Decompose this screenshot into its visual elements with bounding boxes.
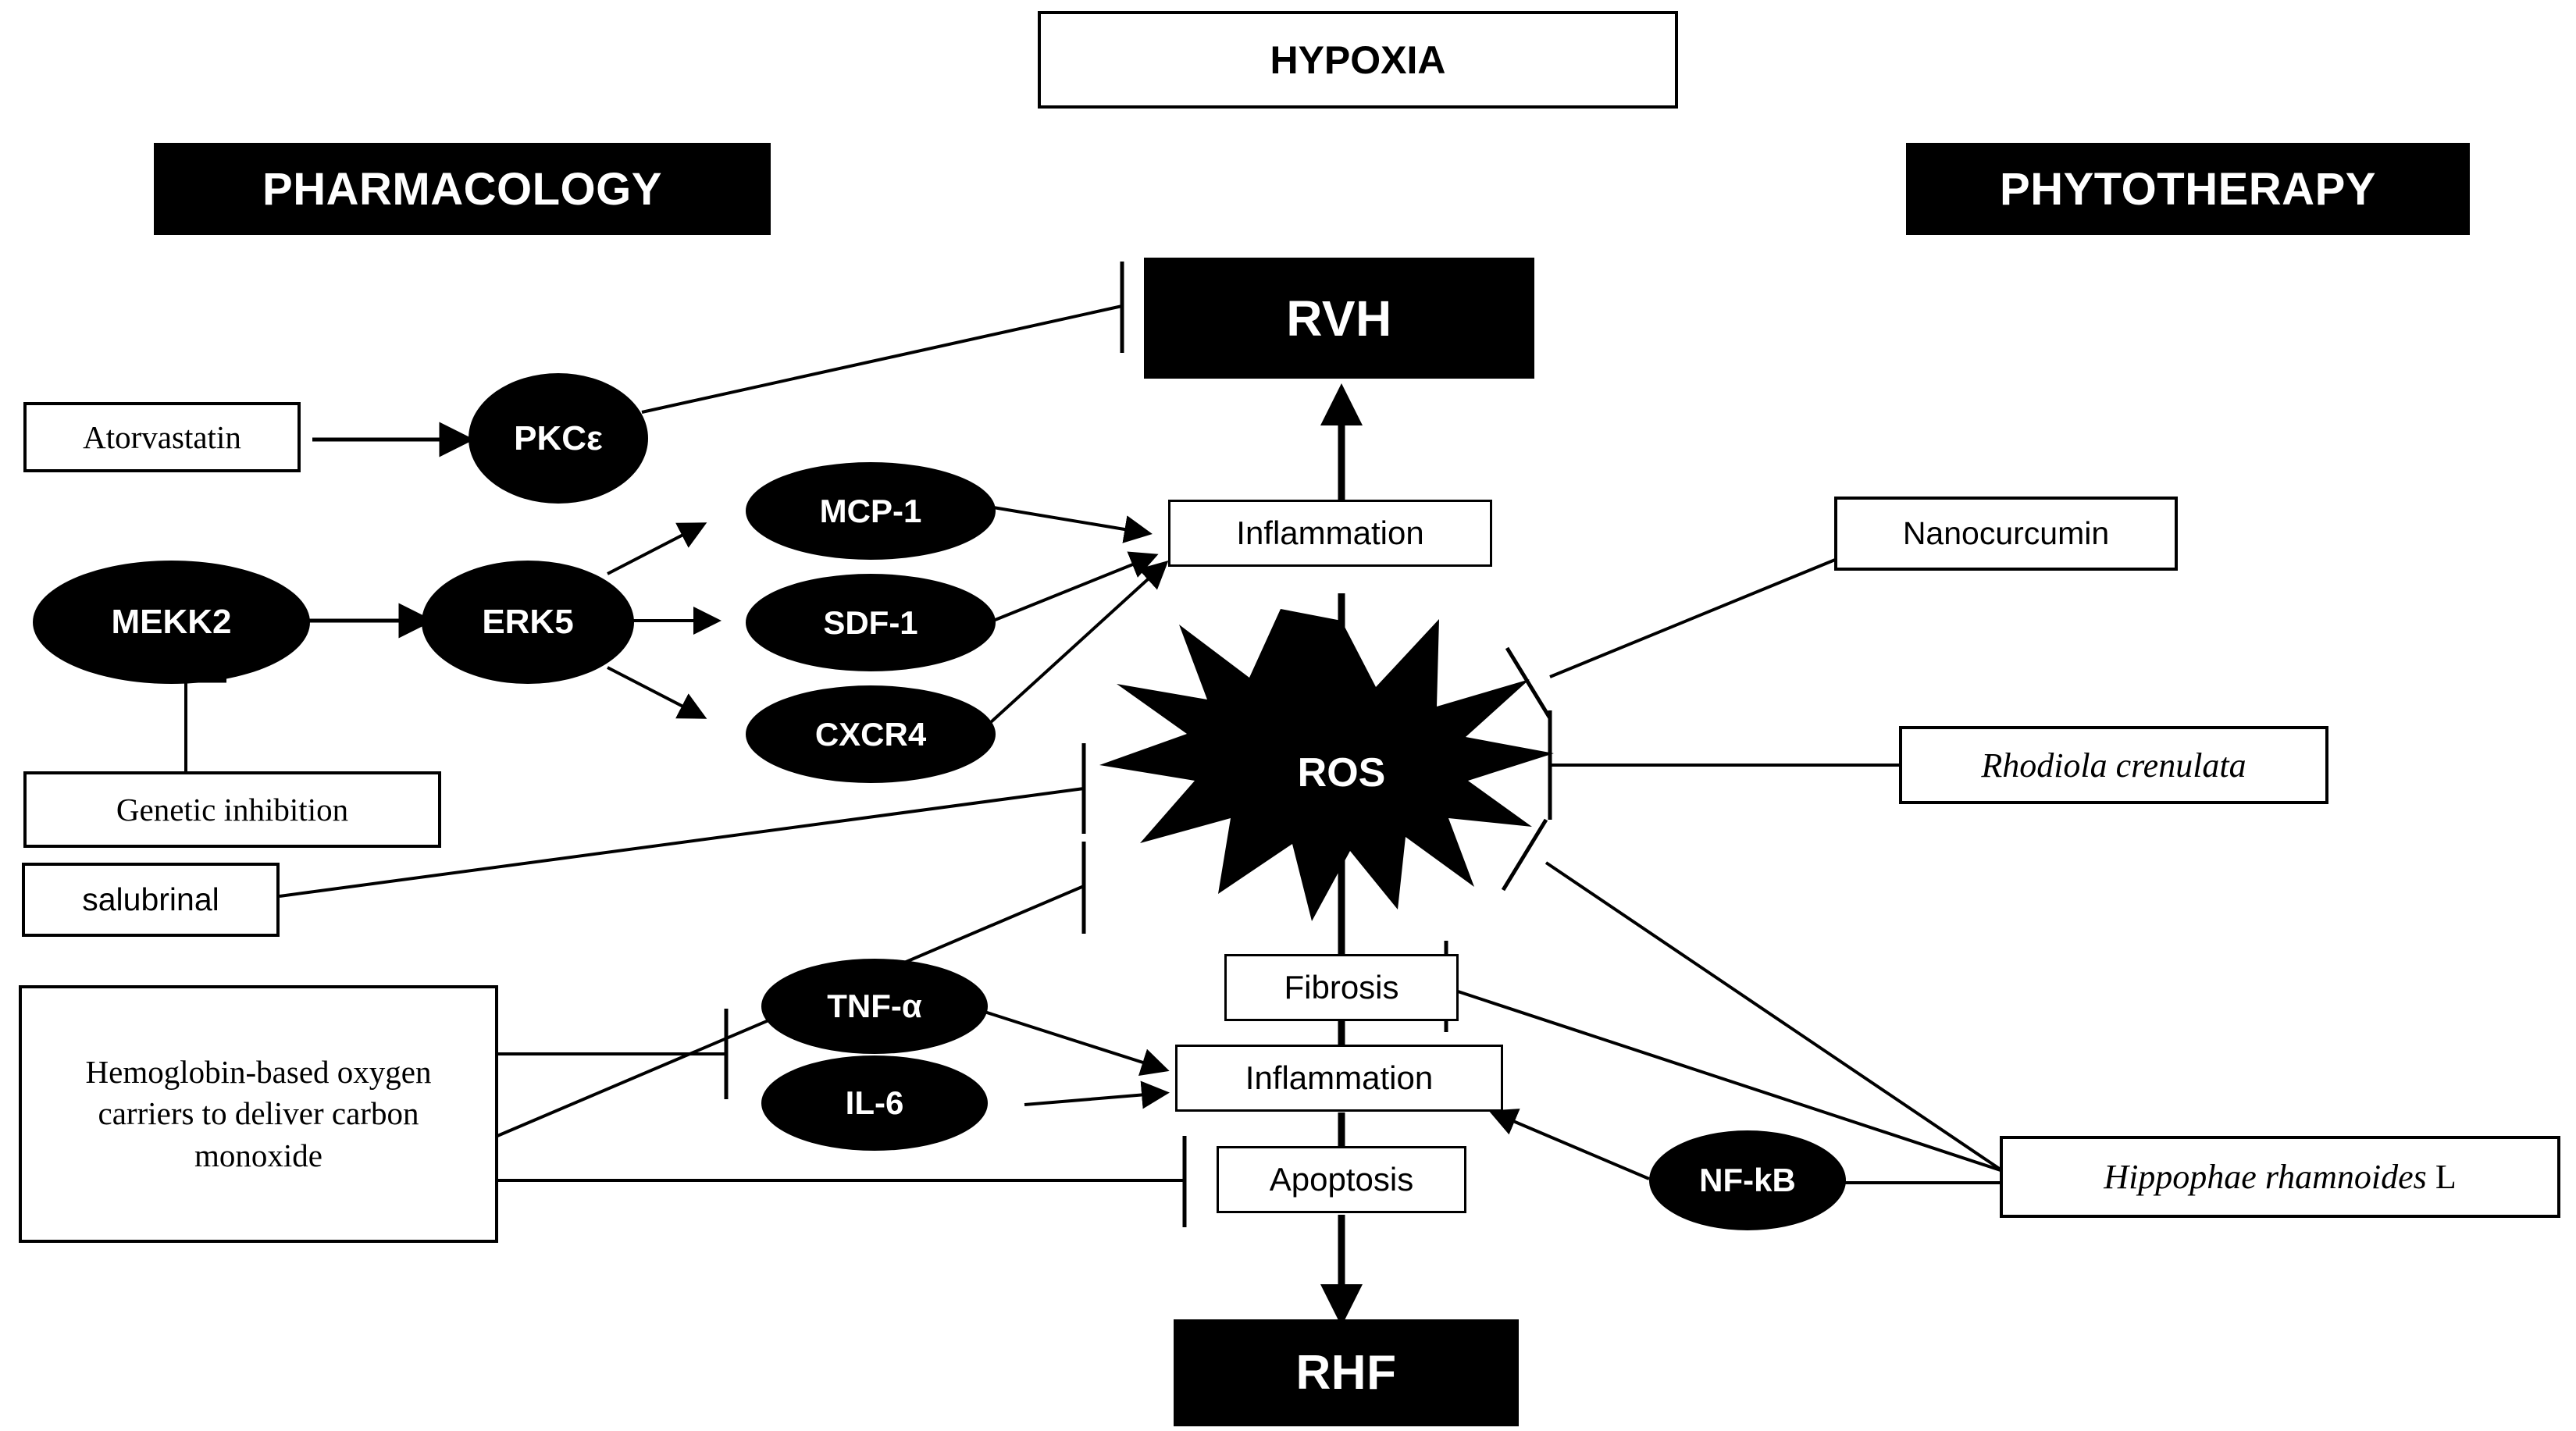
nfkb-node: NF-kB — [1649, 1130, 1846, 1230]
apoptosis-box: Apoptosis — [1217, 1146, 1466, 1213]
mekk2-label: MEKK2 — [111, 603, 232, 641]
edge-hippophae-ros — [1546, 863, 2003, 1171]
fibrosis-box: Fibrosis — [1224, 954, 1459, 1021]
edge-salubrinal-ros — [280, 788, 1084, 896]
nanocurcumin-label: Nanocurcumin — [1902, 515, 2110, 551]
il6-node: IL-6 — [761, 1055, 988, 1151]
rhodiola-box: Rhodiola crenulata — [1899, 726, 2328, 804]
nanocurcumin-box: Nanocurcumin — [1834, 497, 2178, 571]
phytotherapy-header: PHYTOTHERAPY — [1906, 143, 2470, 235]
ros-starburst — [1099, 609, 1554, 921]
inflammation-bottom-label: Inflammation — [1245, 1059, 1434, 1096]
hypoxia-box: HYPOXIA — [1038, 11, 1678, 109]
edge-mcp1-inflammation — [993, 507, 1153, 543]
hypoxia-label: HYPOXIA — [1270, 37, 1446, 82]
edge-erk5-cxcr4 — [607, 667, 707, 719]
rhf-box: RHF — [1174, 1319, 1519, 1426]
tnfa-node: TNF-α — [761, 959, 988, 1054]
cxcr4-label: CXCR4 — [814, 715, 927, 753]
erk5-node: ERK5 — [422, 561, 634, 684]
rvh-label: RVH — [1286, 290, 1392, 347]
pharmacology-label: PHARMACOLOGY — [262, 163, 662, 215]
hippophae-box: Hippophae rhamnoides L — [2000, 1136, 2560, 1218]
edge-nanocurcumin-ros — [1550, 558, 1839, 677]
rhodiola-label: Rhodiola crenulata — [1981, 746, 2246, 785]
pkce-label: PKCε — [514, 418, 603, 457]
ros-label-wrap: ROS — [1263, 746, 1420, 800]
rvh-box: RVH — [1144, 258, 1534, 379]
genetic-inhibition-box: Genetic inhibition — [23, 771, 441, 848]
atorvastatin-label: Atorvastatin — [83, 419, 241, 455]
inhibition-bar-ros-lower-right — [1503, 820, 1546, 890]
edge-pkce-rvh — [642, 306, 1122, 412]
edge-il6-inflammation — [1024, 1080, 1170, 1109]
pharmacology-header: PHARMACOLOGY — [154, 143, 771, 235]
edge-tnfa-inflammation — [970, 1007, 1170, 1077]
nfkb-label: NF-kB — [1699, 1162, 1796, 1198]
hippophae-species: Hippophae rhamnoides — [2104, 1158, 2427, 1196]
cxcr4-node: CXCR4 — [746, 685, 996, 783]
salubrinal-box: salubrinal — [22, 863, 280, 937]
inhibition-bar-ros-upper-right — [1507, 648, 1550, 718]
edge-erk5-mcp1 — [607, 522, 707, 574]
inflammation-bottom-box: Inflammation — [1175, 1045, 1503, 1112]
rhf-label: RHF — [1295, 1346, 1397, 1400]
mcp1-node: MCP-1 — [746, 462, 996, 560]
tnfa-label: TNF-α — [827, 988, 922, 1024]
edge-nfkb-inflammation — [1488, 1109, 1649, 1179]
erk5-label: ERK5 — [482, 603, 574, 641]
hippophae-authority: L — [2426, 1158, 2457, 1196]
hippophae-label-wrap: Hippophae rhamnoides L — [2104, 1157, 2456, 1197]
sdf1-node: SDF-1 — [746, 574, 996, 671]
edge-hippophae-fibrosis — [1446, 988, 2003, 1171]
pkce-node: PKCε — [469, 373, 648, 504]
phytotherapy-label: PHYTOTHERAPY — [2000, 163, 2376, 215]
mekk2-node: MEKK2 — [33, 561, 310, 684]
sdf1-label: SDF-1 — [823, 603, 918, 641]
mcp1-label: MCP-1 — [819, 492, 922, 529]
hboc-label: Hemoglobin-based oxygen carriers to deli… — [85, 1054, 432, 1173]
edge-cxcr4-inflammation — [982, 560, 1169, 730]
atorvastatin-box: Atorvastatin — [23, 402, 301, 472]
genetic-inhibition-label: Genetic inhibition — [116, 792, 349, 828]
il6-label: IL-6 — [845, 1084, 904, 1121]
salubrinal-label: salubrinal — [82, 881, 219, 917]
fibrosis-label: Fibrosis — [1284, 969, 1399, 1006]
edge-sdf1-inflammation — [993, 551, 1159, 621]
ros-label: ROS — [1297, 750, 1386, 796]
inflammation-top-label: Inflammation — [1236, 514, 1424, 551]
apoptosis-label: Apoptosis — [1269, 1161, 1414, 1198]
hboc-box: Hemoglobin-based oxygen carriers to deli… — [19, 985, 498, 1243]
inflammation-top-box: Inflammation — [1168, 500, 1492, 567]
